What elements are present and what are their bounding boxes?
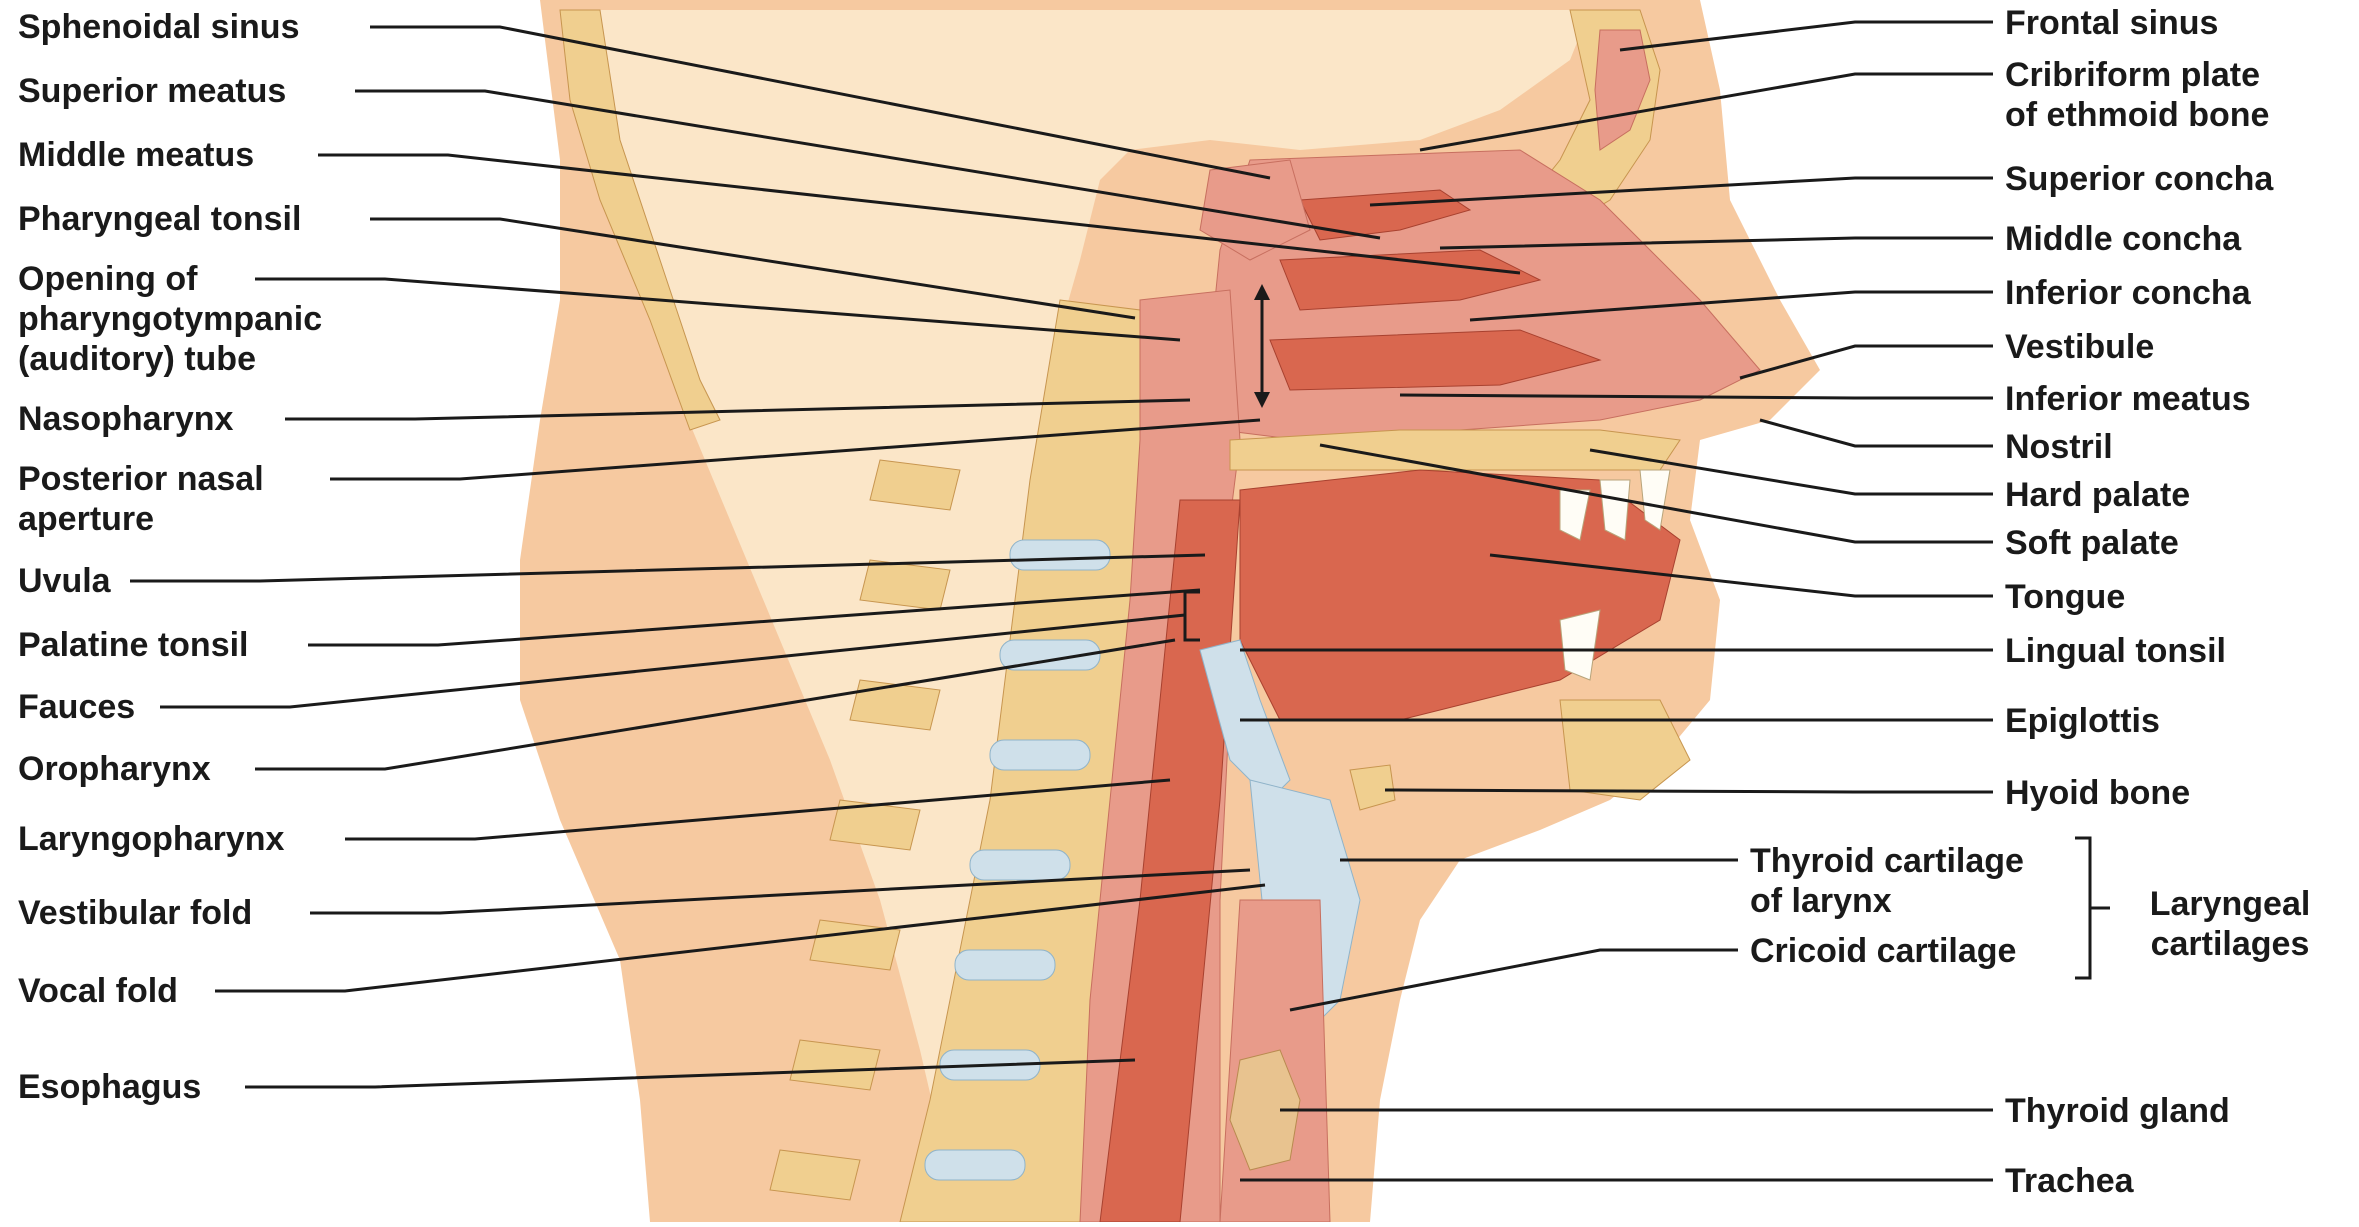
label-hyoid-bone: Hyoid bone	[2005, 774, 2190, 812]
label-line-lingual-tonsil: Lingual tonsil	[2005, 632, 2226, 670]
label-vestibule: Vestibule	[2005, 328, 2154, 366]
label-nasopharynx: Nasopharynx	[18, 400, 233, 438]
label-trachea: Trachea	[2005, 1162, 2135, 1200]
label-line-vestibule: Vestibule	[2005, 328, 2154, 366]
label-line-laryngeal-cartilages: cartilages	[2151, 925, 2310, 963]
label-superior-concha: Superior concha	[2005, 160, 2274, 198]
label-line-inferior-meatus: Inferior meatus	[2005, 380, 2251, 418]
leader-nostril	[1760, 420, 1993, 446]
label-hard-palate: Hard palate	[2005, 476, 2190, 514]
label-line-cricoid-cartilage: Cricoid cartilage	[1750, 932, 2016, 970]
label-line-hyoid-bone: Hyoid bone	[2005, 774, 2190, 812]
label-middle-concha: Middle concha	[2005, 220, 2242, 258]
label-line-opening-pharyngotympanic-tube: Opening of	[18, 260, 198, 298]
label-inferior-concha: Inferior concha	[2005, 274, 2252, 312]
label-soft-palate: Soft palate	[2005, 524, 2179, 562]
label-sphenoidal-sinus: Sphenoidal sinus	[18, 8, 299, 46]
label-esophagus: Esophagus	[18, 1068, 201, 1106]
label-line-tongue: Tongue	[2005, 578, 2125, 616]
label-frontal-sinus: Frontal sinus	[2005, 4, 2218, 42]
label-line-opening-pharyngotympanic-tube: (auditory) tube	[18, 340, 256, 378]
label-line-trachea: Trachea	[2005, 1162, 2135, 1200]
label-line-thyroid-cartilage: of larynx	[1750, 882, 1892, 920]
label-line-cribriform-plate: of ethmoid bone	[2005, 96, 2269, 134]
label-line-esophagus: Esophagus	[18, 1068, 201, 1106]
label-line-fauces: Fauces	[18, 688, 135, 726]
label-superior-meatus: Superior meatus	[18, 72, 286, 110]
label-line-soft-palate: Soft palate	[2005, 524, 2179, 562]
label-middle-meatus: Middle meatus	[18, 136, 254, 174]
label-line-uvula: Uvula	[18, 562, 112, 600]
label-nostril: Nostril	[2005, 428, 2113, 466]
label-line-middle-meatus: Middle meatus	[18, 136, 254, 174]
label-line-posterior-nasal-aperture: aperture	[18, 500, 154, 538]
label-line-laryngopharynx: Laryngopharynx	[18, 820, 284, 858]
label-line-superior-concha: Superior concha	[2005, 160, 2274, 198]
label-line-palatine-tonsil: Palatine tonsil	[18, 626, 249, 664]
label-line-epiglottis: Epiglottis	[2005, 702, 2160, 740]
label-inferior-meatus: Inferior meatus	[2005, 380, 2251, 418]
label-vocal-fold: Vocal fold	[18, 972, 178, 1010]
label-thyroid-cartilage: Thyroid cartilageof larynx	[1750, 842, 2024, 920]
label-line-opening-pharyngotympanic-tube: pharyngotympanic	[18, 300, 322, 338]
label-epiglottis: Epiglottis	[2005, 702, 2160, 740]
hard-palate-bone	[1230, 430, 1680, 470]
label-line-superior-meatus: Superior meatus	[18, 72, 286, 110]
label-line-sphenoidal-sinus: Sphenoidal sinus	[18, 8, 299, 46]
label-palatine-tonsil: Palatine tonsil	[18, 626, 249, 664]
label-oropharynx: Oropharynx	[18, 750, 211, 788]
label-line-pharyngeal-tonsil: Pharyngeal tonsil	[18, 200, 301, 238]
label-line-cribriform-plate: Cribriform plate	[2005, 56, 2260, 94]
label-line-oropharynx: Oropharynx	[18, 750, 211, 788]
label-line-middle-concha: Middle concha	[2005, 220, 2242, 258]
laryngeal-cartilages-bracket	[2075, 838, 2110, 978]
label-tongue: Tongue	[2005, 578, 2125, 616]
label-uvula: Uvula	[18, 562, 112, 600]
label-lingual-tonsil: Lingual tonsil	[2005, 632, 2226, 670]
label-line-posterior-nasal-aperture: Posterior nasal	[18, 460, 264, 498]
label-line-hard-palate: Hard palate	[2005, 476, 2190, 514]
label-vestibular-fold: Vestibular fold	[18, 894, 252, 932]
label-line-vestibular-fold: Vestibular fold	[18, 894, 252, 932]
label-line-nasopharynx: Nasopharynx	[18, 400, 233, 438]
label-pharyngeal-tonsil: Pharyngeal tonsil	[18, 200, 301, 238]
label-thyroid-gland: Thyroid gland	[2005, 1092, 2230, 1130]
label-line-thyroid-gland: Thyroid gland	[2005, 1092, 2230, 1130]
label-line-vocal-fold: Vocal fold	[18, 972, 178, 1010]
label-line-frontal-sinus: Frontal sinus	[2005, 4, 2218, 42]
label-laryngopharynx: Laryngopharynx	[18, 820, 284, 858]
label-cricoid-cartilage: Cricoid cartilage	[1750, 932, 2016, 970]
label-line-laryngeal-cartilages: Laryngeal	[2150, 885, 2311, 923]
label-line-inferior-concha: Inferior concha	[2005, 274, 2252, 312]
label-line-nostril: Nostril	[2005, 428, 2113, 466]
label-line-thyroid-cartilage: Thyroid cartilage	[1750, 842, 2024, 880]
label-fauces: Fauces	[18, 688, 135, 726]
leader-hyoid-bone	[1385, 790, 1993, 792]
